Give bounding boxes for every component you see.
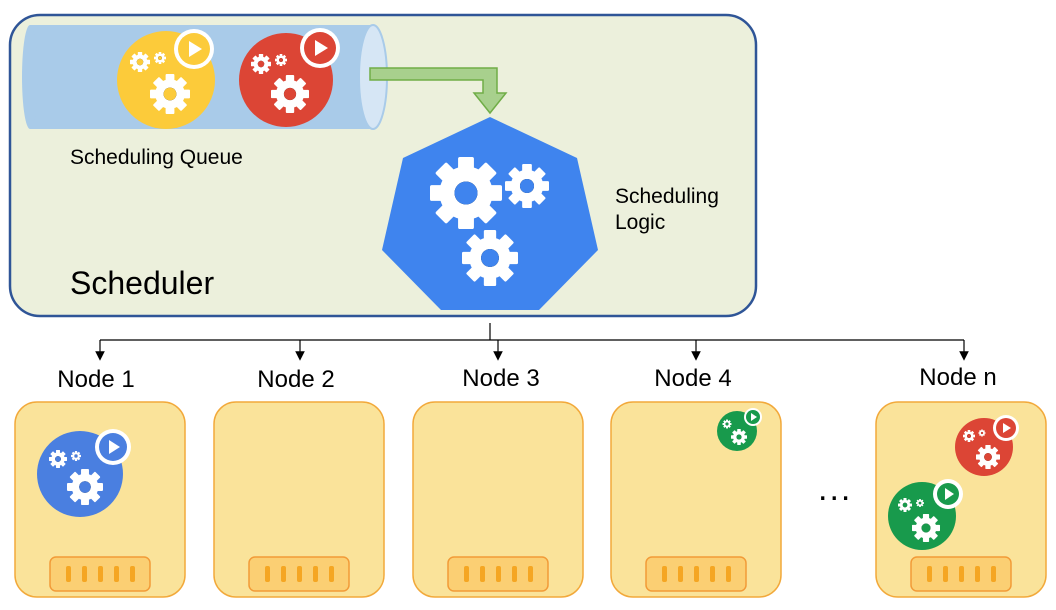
gear-icon xyxy=(49,450,67,468)
play-icon xyxy=(315,40,328,56)
gear-icon xyxy=(275,54,287,66)
gear-icon xyxy=(154,52,166,64)
scheduler-to-nodes-connector xyxy=(95,323,969,361)
gear-icon xyxy=(976,445,1000,469)
pod-icon-green-noden xyxy=(888,479,963,550)
node-label-4: Node 4 xyxy=(654,365,732,392)
node-label-2: Node 2 xyxy=(257,366,335,393)
pod-icon-green-node4 xyxy=(717,408,762,451)
node-label-1: Node 1 xyxy=(57,366,135,393)
play-icon xyxy=(945,488,954,500)
gear-icon xyxy=(978,429,986,437)
ram-chip-icon xyxy=(645,556,747,592)
gear-icon xyxy=(912,514,940,542)
node-box-2 xyxy=(213,401,385,598)
play-icon xyxy=(751,413,757,421)
play-icon xyxy=(189,41,202,57)
gear-icon xyxy=(731,429,747,445)
ram-chip-icon xyxy=(910,556,1012,592)
play-icon xyxy=(1003,423,1011,433)
gear-icon xyxy=(130,52,150,72)
node-box-3 xyxy=(412,401,584,598)
gear-icon xyxy=(722,419,732,429)
scheduling-logic-label-line2: Logic xyxy=(615,211,666,234)
gear-icon xyxy=(271,75,309,113)
queue-to-logic-arrow xyxy=(369,67,508,115)
ram-chip-icon xyxy=(49,556,151,592)
ram-chip-icon xyxy=(248,556,350,592)
gear-icon xyxy=(430,157,502,229)
gear-icon xyxy=(462,230,518,286)
more-nodes-ellipsis: ... xyxy=(818,470,853,508)
ram-chip-icon xyxy=(447,556,549,592)
gear-icon xyxy=(916,499,924,507)
gear-icon xyxy=(898,498,912,512)
scheduling-queue-label: Scheduling Queue xyxy=(70,146,243,169)
gear-icon xyxy=(71,451,81,461)
scheduling-logic-heptagon xyxy=(382,117,598,310)
pod-icon-red-queued xyxy=(239,28,340,127)
pod-icon-red-noden xyxy=(955,415,1019,476)
node-label-n: Node n xyxy=(919,364,997,391)
node-label-3: Node 3 xyxy=(462,365,540,392)
play-icon xyxy=(109,440,120,454)
gear-icon xyxy=(150,74,190,114)
gear-icon xyxy=(67,469,103,505)
gear-icon xyxy=(963,430,975,442)
pod-icon-yellow-queued xyxy=(117,29,215,129)
scheduling-logic-label-line1: Scheduling xyxy=(615,185,719,208)
pod-icon-blue-node1 xyxy=(37,429,131,517)
gear-icon xyxy=(505,164,549,208)
gear-icon xyxy=(251,54,271,74)
scheduler-title: Scheduler xyxy=(70,265,215,301)
